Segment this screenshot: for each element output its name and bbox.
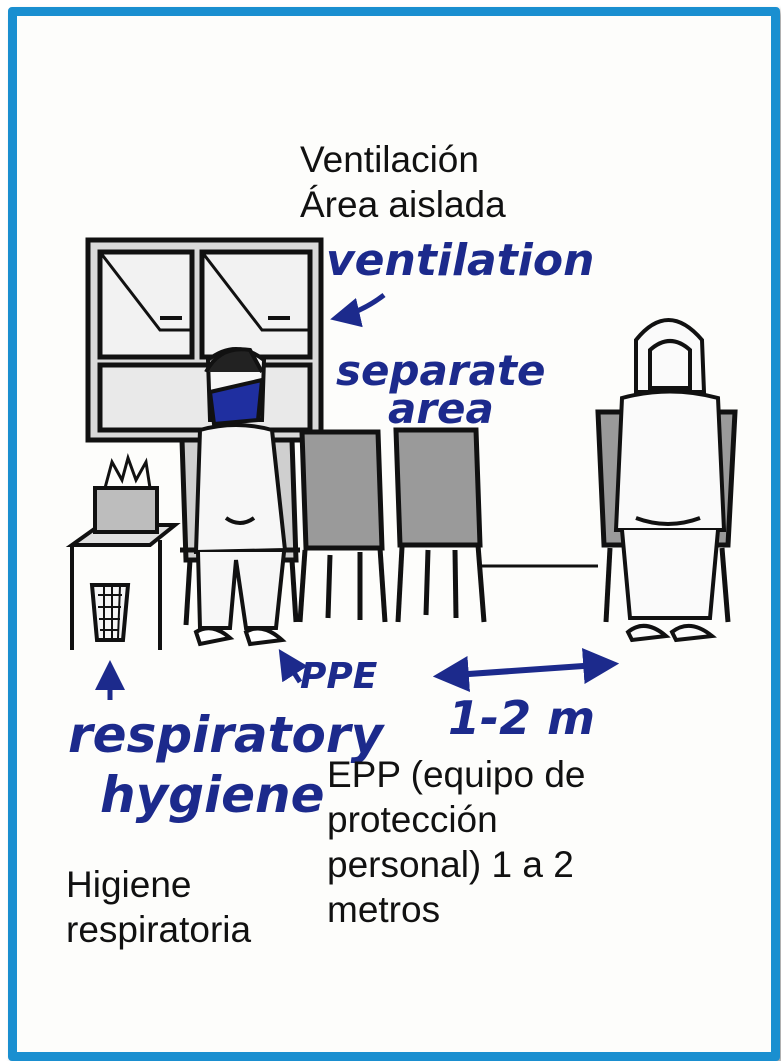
handwritten-ventilation: ventilation — [326, 235, 594, 286]
distance-arrow — [432, 648, 620, 692]
caption-ppe-distance: EPP (equipo de protección personal) 1 a … — [327, 752, 647, 932]
caption-respiratory-hygiene: Higiene respiratoria — [66, 862, 306, 952]
handwritten-ppe: PPE — [300, 656, 378, 697]
ventilation-arrow — [330, 293, 386, 328]
caption-isolated-area: Área aislada — [300, 184, 506, 225]
caption-ventilation: Ventilación — [300, 139, 479, 180]
caption-hygiene-line2: respiratoria — [66, 909, 252, 950]
handwritten-separate: separate — [336, 346, 546, 395]
caption-epp-line4: metros — [327, 889, 441, 930]
masked-person-drawing — [193, 347, 288, 647]
handwritten-distance: 1-2 m — [448, 691, 595, 745]
caption-epp-line2: protección — [327, 799, 498, 840]
caption-epp-line1: EPP (equipo de — [327, 754, 586, 795]
handwritten-respiratory: respiratory — [68, 706, 386, 764]
window-drawing — [85, 237, 324, 443]
caption-epp-line3: personal) 1 a 2 — [327, 844, 574, 885]
handwritten-hygiene: hygiene — [100, 766, 325, 824]
ppe-arrow — [278, 648, 308, 684]
side-table-drawing — [65, 453, 181, 650]
caption-hygiene-line1: Higiene — [66, 864, 192, 905]
caption-ventilation-area: Ventilación Área aislada — [300, 137, 600, 227]
handwritten-area: area — [388, 384, 494, 433]
seated-person-drawing — [613, 318, 727, 643]
handwritten-annotations: ventilation separate area PPE 1-2 m resp… — [68, 235, 620, 824]
